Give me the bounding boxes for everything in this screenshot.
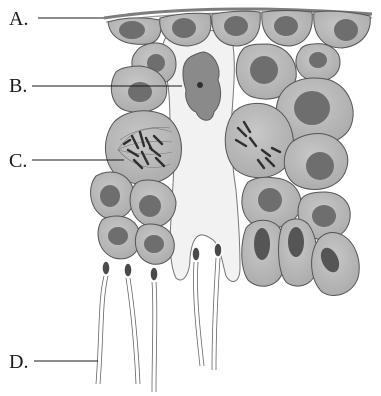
sperm-head xyxy=(102,261,110,275)
nucleus xyxy=(334,19,358,41)
nucleus xyxy=(119,21,145,39)
top-cell-row xyxy=(108,11,370,49)
sperm-head xyxy=(150,267,158,281)
nucleus xyxy=(274,16,298,36)
right-cell-column xyxy=(225,44,353,240)
left-lower-cells xyxy=(91,172,176,264)
sperm-head xyxy=(192,247,200,261)
label-a: A. xyxy=(9,9,28,29)
left-cell-column xyxy=(111,43,176,112)
label-b: B. xyxy=(9,76,27,96)
sperm-tail xyxy=(126,278,136,384)
sperm-head xyxy=(124,263,132,277)
nucleus xyxy=(139,195,161,217)
spermatozoa xyxy=(96,243,222,392)
nucleus xyxy=(250,56,278,84)
sperm-head xyxy=(214,243,222,257)
nucleus xyxy=(309,52,327,68)
sperm-tail xyxy=(156,282,157,392)
nucleus xyxy=(128,82,152,102)
nucleus xyxy=(144,235,164,253)
sperm-tail xyxy=(216,258,220,370)
nucleus xyxy=(288,227,304,257)
sperm-tail xyxy=(212,258,216,370)
nucleolus xyxy=(197,82,203,88)
nucleus xyxy=(100,185,120,207)
sperm-tail xyxy=(152,282,153,392)
nucleus xyxy=(294,91,330,125)
nucleus xyxy=(312,205,336,227)
label-c: C. xyxy=(9,151,27,171)
nucleus xyxy=(254,228,270,260)
nucleus xyxy=(224,16,248,36)
nucleus xyxy=(172,18,196,38)
nucleus xyxy=(306,152,334,180)
label-d: D. xyxy=(9,352,28,372)
nucleus xyxy=(258,188,282,212)
nucleus xyxy=(108,227,128,245)
